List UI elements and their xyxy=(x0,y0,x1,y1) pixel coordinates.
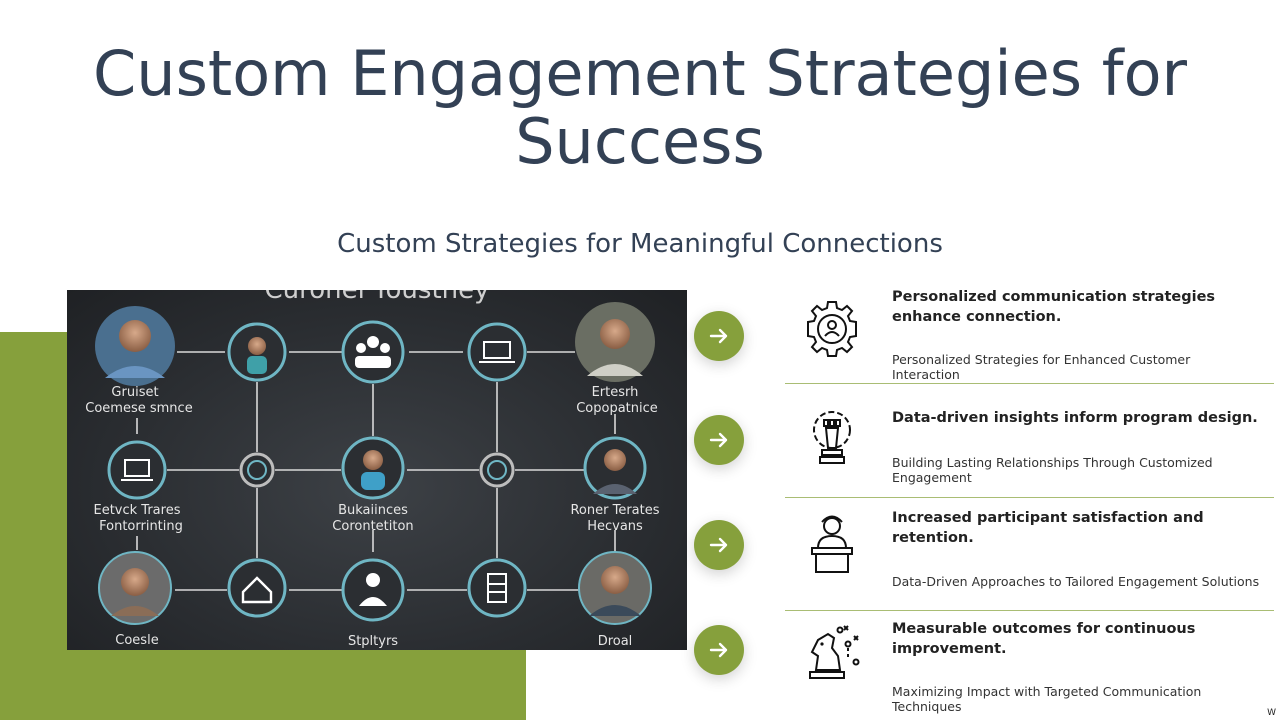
chess-rook-gear-icon xyxy=(813,411,851,464)
arrow-right-icon xyxy=(709,432,728,448)
svg-text:Eetvck Trares: Eetvck Trares xyxy=(94,503,181,518)
businessman-node-icon xyxy=(341,558,405,622)
connector-lines xyxy=(136,351,616,591)
item-3-arrow-button[interactable] xyxy=(694,520,744,570)
page-title: Custom Engagement Strategies for Success xyxy=(93,37,1187,178)
svg-text:Fontorrinting: Fontorrinting xyxy=(99,519,183,534)
avatar-center xyxy=(341,436,405,500)
svg-text:Coemese smnce: Coemese smnce xyxy=(85,401,192,416)
arrow-right-icon xyxy=(709,328,728,344)
chess-knight-strategy-icon xyxy=(809,625,860,679)
speaker-podium-icon xyxy=(811,515,853,573)
avatar-node-1 xyxy=(227,322,287,382)
arrow-right-icon xyxy=(709,537,728,553)
item-2-description: Building Lasting Relationships Through C… xyxy=(892,455,1213,485)
svg-text:Droal: Droal xyxy=(598,634,633,649)
page-subtitle: Custom Strategies for Meaningful Connect… xyxy=(337,229,943,259)
svg-text:Copopatnice: Copopatnice xyxy=(576,401,658,416)
avatar-bottom-right xyxy=(578,551,652,625)
hub-node-left xyxy=(239,452,275,488)
item-4-description: Maximizing Impact with Targeted Communic… xyxy=(892,684,1202,714)
avatar-top-left xyxy=(95,306,175,386)
item-2-arrow-button[interactable] xyxy=(694,415,744,465)
team-node-icon xyxy=(341,320,405,384)
svg-text:Ertesrh: Ertesrh xyxy=(592,385,639,400)
customer-journey-image: Curonel Youstney xyxy=(67,290,687,650)
item-2-heading: Data-driven insights inform program desi… xyxy=(892,410,1258,426)
gear-user-icon xyxy=(807,301,857,357)
item-1-arrow-button[interactable] xyxy=(694,311,744,361)
svg-text:Coesle: Coesle xyxy=(115,633,158,648)
svg-text:Gruiset: Gruiset xyxy=(111,385,158,400)
svg-text:Corontetiton: Corontetiton xyxy=(332,519,413,534)
item-3-description: Data-Driven Approaches to Tailored Engag… xyxy=(892,574,1260,589)
item-4-heading: Measurable outcomes for continuous impro… xyxy=(892,621,1196,657)
corner-mark: W xyxy=(1267,708,1276,718)
svg-text:Bukaiinces: Bukaiinces xyxy=(338,503,408,518)
computer-node-icon xyxy=(107,440,167,500)
item-1-description: Personalized Strategies for Enhanced Cus… xyxy=(892,352,1191,382)
svg-text:Stpltyrs: Stpltyrs xyxy=(348,634,398,649)
hub-node-right xyxy=(479,452,515,488)
item-4-arrow-button[interactable] xyxy=(694,625,744,675)
avatar-bottom-left xyxy=(98,551,172,625)
arrow-right-icon xyxy=(709,642,728,658)
item-1-heading: Personalized communication strategies en… xyxy=(892,289,1216,325)
avatar-top-right xyxy=(575,302,655,382)
image-heading: Curonel Youstney xyxy=(264,290,489,305)
item-divider xyxy=(785,497,1274,498)
avatar-middle-right xyxy=(583,436,647,500)
server-node-icon xyxy=(467,558,527,618)
item-divider xyxy=(785,383,1274,384)
svg-text:Hecvans: Hecvans xyxy=(587,519,643,534)
item-3-heading: Increased participant satisfaction and r… xyxy=(892,510,1204,546)
home-node-icon xyxy=(227,558,287,618)
item-divider xyxy=(785,610,1274,611)
laptop-node-icon xyxy=(467,322,527,382)
svg-text:Roner Terates: Roner Terates xyxy=(570,503,659,518)
